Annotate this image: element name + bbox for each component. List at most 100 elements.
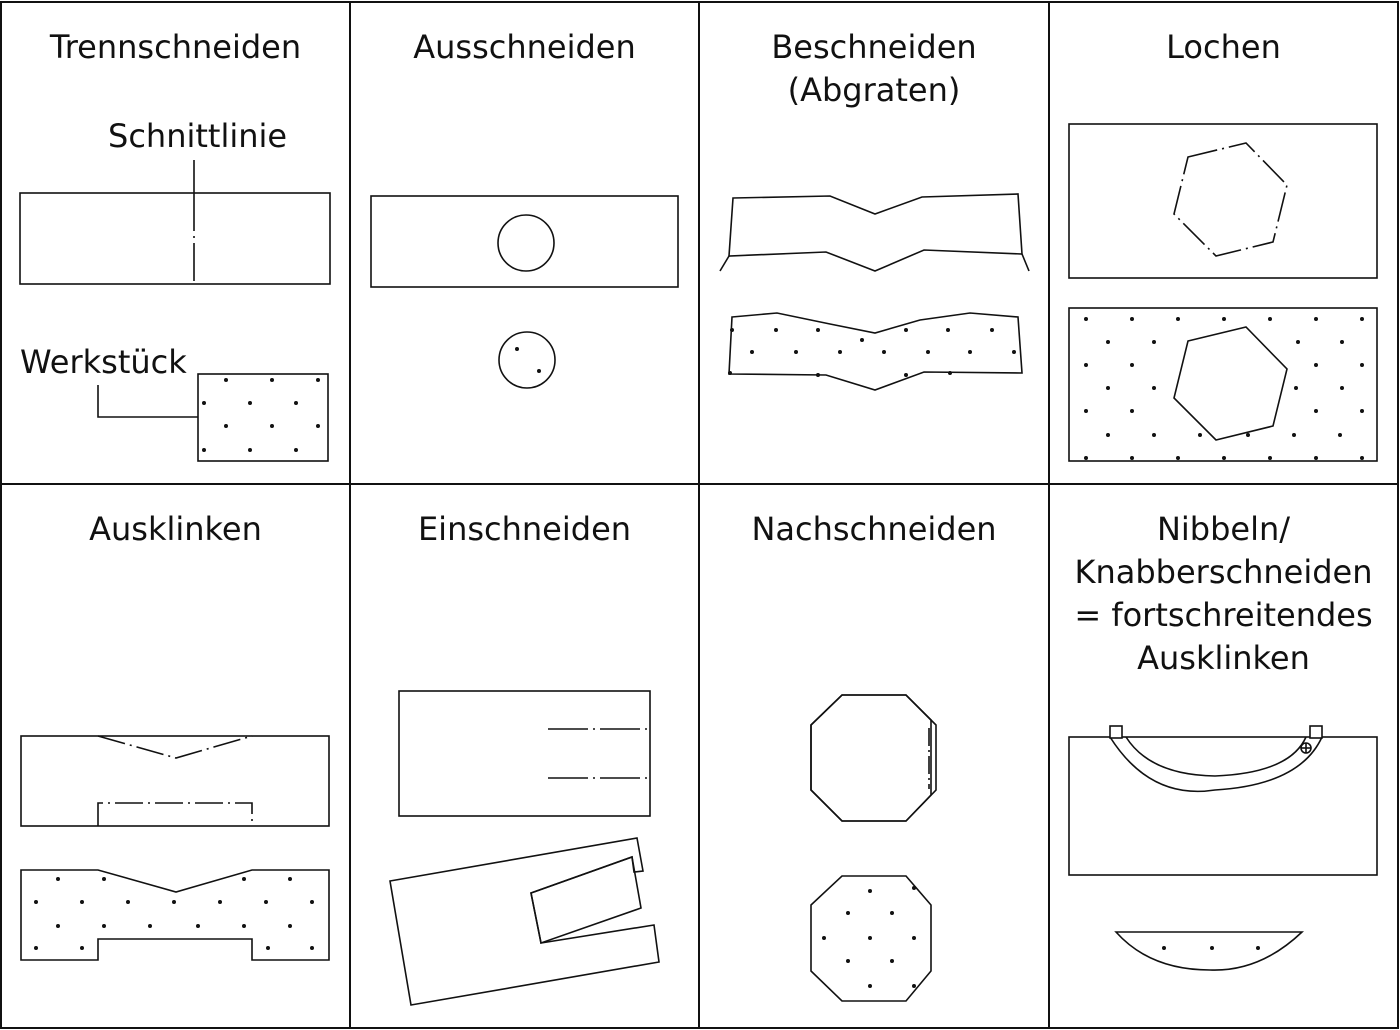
stipple-dot bbox=[1106, 340, 1110, 344]
stipple-dot bbox=[890, 911, 894, 915]
sheet-rect bbox=[19, 192, 331, 285]
stipple-dot bbox=[126, 900, 130, 904]
title-lochen: Lochen bbox=[1166, 28, 1281, 66]
slug-hexagon bbox=[1173, 326, 1288, 441]
stipple-dot bbox=[1296, 340, 1300, 344]
stipple-dot bbox=[750, 350, 754, 354]
burr-right bbox=[1021, 253, 1030, 272]
label-werkstueck: Werkstück bbox=[20, 343, 187, 381]
stipple-dot bbox=[1360, 456, 1364, 460]
nibble-scrap bbox=[1114, 931, 1305, 971]
stipple-dot bbox=[1084, 317, 1088, 321]
stipple-dot bbox=[310, 900, 314, 904]
stipple-dot bbox=[248, 401, 252, 405]
ausklinken-dots bbox=[34, 877, 314, 950]
stipple-dot bbox=[1084, 456, 1088, 460]
workpiece-rect bbox=[197, 373, 329, 462]
stipple-dot bbox=[294, 448, 298, 452]
stipple-dot bbox=[1360, 317, 1364, 321]
stipple-dot bbox=[1130, 409, 1134, 413]
stipple-dot bbox=[1314, 363, 1318, 367]
stipple-dot bbox=[1268, 456, 1272, 460]
stipple-dot bbox=[822, 936, 826, 940]
title-ausklinken: Ausklinken bbox=[89, 510, 262, 548]
stipple-dot bbox=[990, 328, 994, 332]
stipple-dot bbox=[242, 924, 246, 928]
stipple-dot bbox=[310, 946, 314, 950]
stipple-dot bbox=[102, 877, 106, 881]
stipple-dot bbox=[537, 369, 541, 373]
stipple-dot bbox=[34, 900, 38, 904]
stipple-dot bbox=[56, 924, 60, 928]
lochen-drawing bbox=[1068, 123, 1378, 462]
stipple-dot bbox=[904, 328, 908, 332]
stipple-dot bbox=[1314, 409, 1318, 413]
stipple-dot bbox=[868, 984, 872, 988]
stipple-dot bbox=[890, 959, 894, 963]
stipple-dot bbox=[270, 424, 274, 428]
stipple-dot bbox=[730, 328, 734, 332]
blank-circle bbox=[498, 331, 556, 389]
trimmed-part bbox=[728, 193, 1023, 272]
burr-left bbox=[719, 255, 730, 272]
ausschneiden-dots bbox=[515, 347, 541, 373]
stipple-dot bbox=[202, 401, 206, 405]
octagon-outer bbox=[810, 694, 937, 822]
stipple-dot bbox=[1176, 456, 1180, 460]
stipple-dot bbox=[1268, 317, 1272, 321]
ausschneiden-drawing bbox=[370, 195, 679, 389]
stipple-dot bbox=[1130, 456, 1134, 460]
stipple-dot bbox=[316, 378, 320, 382]
stipple-dot bbox=[912, 886, 916, 890]
stipple-dot bbox=[1012, 350, 1016, 354]
title-trennschneiden: Trennschneiden bbox=[49, 28, 302, 66]
lochen-dots bbox=[1084, 317, 1364, 460]
title-beschneiden: Beschneiden (Abgraten) bbox=[771, 28, 977, 109]
einschneiden-drawing bbox=[389, 690, 660, 1006]
stipple-dot bbox=[1338, 433, 1342, 437]
octagon-part bbox=[810, 875, 932, 1002]
stipple-dot bbox=[816, 373, 820, 377]
hole-circle bbox=[497, 214, 555, 272]
bent-tab bbox=[530, 855, 642, 945]
notch-top bbox=[97, 735, 253, 759]
label-schnittlinie: Schnittlinie bbox=[108, 117, 288, 155]
stipple-dot bbox=[56, 877, 60, 881]
stipple-dot bbox=[1210, 946, 1214, 950]
slit-part bbox=[389, 837, 660, 1006]
beschneiden-drawing bbox=[719, 193, 1030, 391]
trimmed-scrap bbox=[728, 312, 1023, 391]
stipple-dot bbox=[882, 350, 886, 354]
stipple-dot bbox=[1162, 946, 1166, 950]
stipple-dot bbox=[248, 448, 252, 452]
stipple-dot bbox=[1176, 317, 1180, 321]
nachschneiden-dots bbox=[822, 886, 916, 988]
stipple-dot bbox=[266, 946, 270, 950]
notch-bottom bbox=[97, 802, 253, 826]
nachschneiden-drawing bbox=[810, 694, 937, 1002]
stipple-dot bbox=[838, 350, 842, 354]
stipple-dot bbox=[1360, 363, 1364, 367]
stipple-dot bbox=[1152, 386, 1156, 390]
stipple-dot bbox=[1256, 946, 1260, 950]
ausklinken-drawing bbox=[20, 735, 330, 961]
stipple-dot bbox=[196, 924, 200, 928]
stipple-dot bbox=[1246, 433, 1250, 437]
stipple-dot bbox=[912, 936, 916, 940]
stipple-dot bbox=[926, 350, 930, 354]
stipple-dot bbox=[1130, 317, 1134, 321]
nibble-path-inner bbox=[1125, 736, 1307, 777]
stipple-dot bbox=[1314, 317, 1318, 321]
trennschneiden-drawing bbox=[19, 160, 331, 462]
workpiece-leader bbox=[97, 385, 198, 418]
stipple-dot bbox=[1198, 433, 1202, 437]
stipple-dot bbox=[1292, 433, 1296, 437]
stipple-dot bbox=[846, 911, 850, 915]
stipple-dot bbox=[1106, 433, 1110, 437]
stipple-dot bbox=[1084, 363, 1088, 367]
stipple-dot bbox=[774, 328, 778, 332]
stipple-dot bbox=[1314, 456, 1318, 460]
stipple-dot bbox=[968, 350, 972, 354]
sheet-rect bbox=[370, 195, 679, 288]
